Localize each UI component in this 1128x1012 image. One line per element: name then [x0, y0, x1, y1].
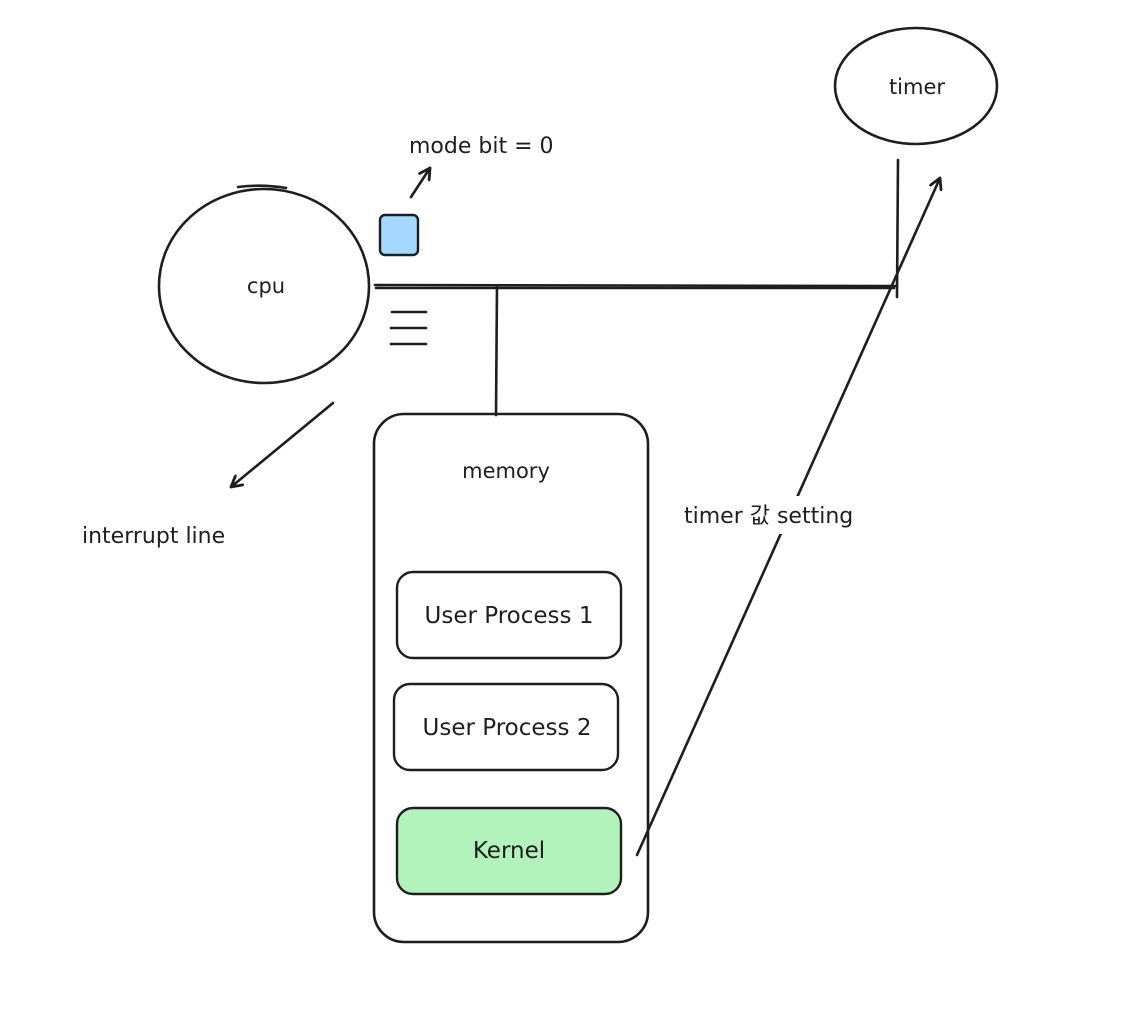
kernel-label: Kernel — [473, 838, 545, 864]
cpu-circle-sketch-stroke — [236, 184, 288, 190]
timer-setting-label-bg — [678, 496, 894, 534]
system-bus — [373, 158, 900, 417]
memory-label: memory — [462, 459, 550, 483]
mode-bit-annotation: mode bit = 0 — [409, 134, 554, 199]
memory-connector-line — [494, 284, 499, 417]
timer-label: timer — [889, 75, 945, 99]
user-process-2-block — [392, 682, 620, 772]
timer-setting-label: timer 값 setting — [684, 504, 853, 529]
mode-bit-arrow — [409, 168, 430, 199]
user-process-2-label: User Process 2 — [423, 715, 592, 741]
interrupt-line-label: interrupt line — [82, 524, 225, 549]
kernel-block — [395, 806, 623, 896]
mode-bit-register — [378, 213, 420, 257]
cpu-circle — [157, 187, 371, 385]
cpu-label: cpu — [247, 274, 285, 298]
interrupt-line-annotation: interrupt line — [82, 401, 335, 549]
memory-box — [372, 412, 650, 944]
bus-line — [373, 283, 898, 288]
memory-node: memory User Process 1 User Process 2 Ker… — [372, 412, 650, 944]
timer-node: timer — [833, 26, 999, 146]
timer-circle — [833, 26, 999, 146]
cpu-register-lines — [389, 310, 428, 346]
cpu-node: cpu — [157, 184, 371, 385]
user-process-1-label: User Process 1 — [425, 603, 594, 629]
user-process-1-block — [395, 570, 623, 660]
timer-setting-annotation: timer 값 setting — [635, 178, 940, 857]
interrupt-arrow — [231, 401, 335, 487]
mode-bit-label: mode bit = 0 — [409, 134, 554, 159]
mode-bit-box — [378, 213, 420, 257]
